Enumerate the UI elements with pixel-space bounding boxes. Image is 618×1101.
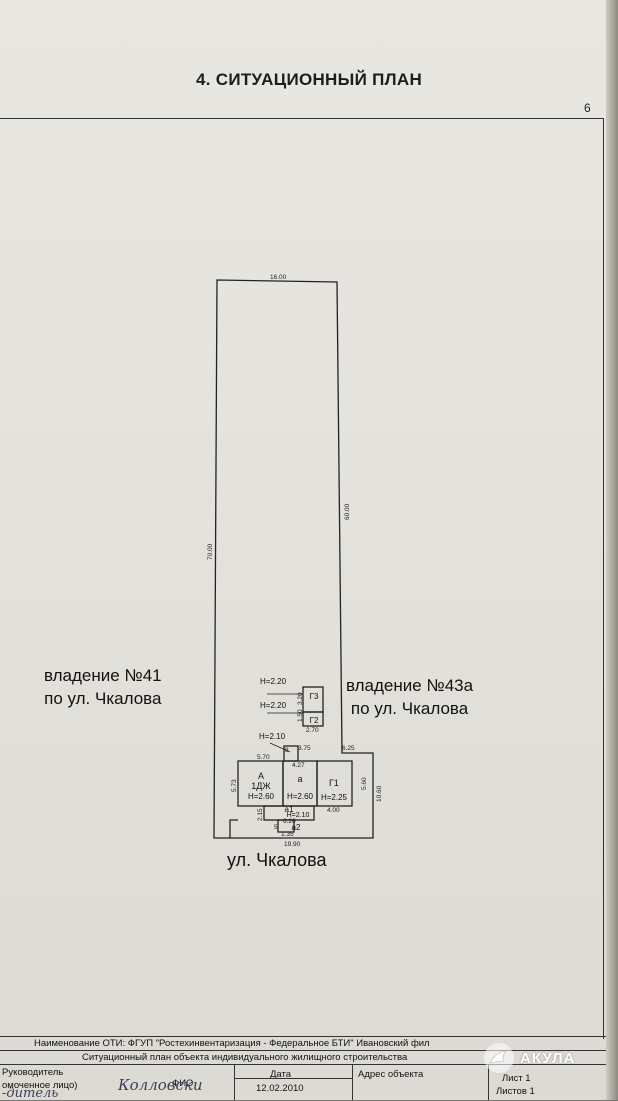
head-label: Руководитель xyxy=(2,1067,64,1078)
dim-g2-width: 2.70 xyxy=(306,727,319,734)
dim-right-length: 60.00 xyxy=(344,503,351,520)
label-building-g1-height: Н=2.25 xyxy=(321,793,348,802)
dim-g3-depth: 3.20 xyxy=(297,692,304,705)
dim-a1-width: 6.20 xyxy=(283,818,296,825)
label-building-a2: а2 xyxy=(292,823,301,832)
label-building-a1: а1 xyxy=(285,805,294,814)
dim-g1-width: 4.00 xyxy=(327,807,340,814)
left-neighbor-line1: владение №41 xyxy=(44,666,162,685)
building-g2 xyxy=(302,711,324,727)
label-building-g1: Г1 xyxy=(329,778,339,788)
label-building-annex: а xyxy=(297,774,302,784)
street-label: ул. Чкалова xyxy=(227,850,327,870)
building-step xyxy=(283,745,299,762)
label-g3-height: Н=2.20 xyxy=(260,677,287,686)
head-sub-label: омоченное лицо) xyxy=(2,1080,78,1091)
dim-a-width: 3.75 xyxy=(298,745,311,752)
dim-a-small: 4.27 xyxy=(292,762,305,769)
label-building-annex-height: Н=2.60 xyxy=(287,792,314,801)
dim-house-width: 5.70 xyxy=(257,754,270,761)
fio-label: ФИО xyxy=(172,1078,194,1089)
dim-step: 8 xyxy=(285,747,289,754)
dim-jog: 6.25 xyxy=(342,745,355,752)
right-neighbor-line2: по ул. Чкалова xyxy=(350,699,469,718)
title-block-row-signature: Руководитель омоченное лицо) ФИО Дата 12… xyxy=(0,1064,606,1101)
title-block-row-naming: Наименование ОТИ: ФГУП "Ростехинвентариз… xyxy=(0,1036,606,1051)
stamp-divider xyxy=(234,1064,235,1100)
document-name: Ситуационный план объекта индивидуальног… xyxy=(82,1052,408,1063)
label-building-a1-height: Н=2.10 xyxy=(287,812,310,819)
watermark-logo: АКУЛА xyxy=(484,1040,575,1076)
gate-mark xyxy=(229,819,238,838)
sheet-label: Лист 1 xyxy=(502,1073,531,1084)
label-building-a: А xyxy=(258,771,264,781)
lot-boundary xyxy=(213,279,374,839)
oti-name: Наименование ОТИ: ФГУП "Ростехинвентариз… xyxy=(34,1038,430,1049)
stamp-divider xyxy=(488,1064,489,1100)
label-g2-height: Н=2.20 xyxy=(260,701,287,710)
sheets-label: Листов 1 xyxy=(496,1086,535,1097)
stamp-divider xyxy=(234,1078,352,1079)
dim-top-width: 16.00 xyxy=(270,274,287,281)
building-g1 xyxy=(316,760,353,807)
right-neighbor-line1: владение №43а xyxy=(346,676,474,695)
address-label: Адрес объекта xyxy=(358,1069,424,1080)
signature: -дитель xyxy=(2,1086,59,1101)
date-value: 12.02.2010 xyxy=(256,1083,304,1094)
label-building-a-type: 1ДЖ xyxy=(251,781,271,791)
title-block: Наименование ОТИ: ФГУП "Ростехинвентариз… xyxy=(0,1030,606,1101)
label-shed-height: Н=2.10 xyxy=(259,732,286,741)
dim-misc: 5 xyxy=(274,824,278,831)
drawing-frame xyxy=(0,118,604,1039)
label-building-a-height: Н=2.60 xyxy=(248,792,275,801)
dim-g1-depth: 5.60 xyxy=(361,777,368,790)
dim-house-depth: 5.73 xyxy=(231,779,238,792)
right-neighbor-label: владение №43а по ул. Чкалова xyxy=(346,674,473,720)
dim-bottom-width: 19.90 xyxy=(284,841,301,848)
title-block-row-doc: Ситуационный план объекта индивидуальног… xyxy=(0,1050,606,1065)
dim-right-lower: 10.60 xyxy=(376,785,383,802)
stamp-divider xyxy=(352,1064,353,1100)
page-edge-shadow xyxy=(606,0,618,1100)
signature: Колловски xyxy=(118,1076,203,1094)
label-building-g3: Г3 xyxy=(310,692,319,701)
dim-a2-width: 1.35 xyxy=(281,831,294,838)
building-a2 xyxy=(277,819,295,833)
page-number: 6 xyxy=(584,101,591,115)
label-building-g2: Г2 xyxy=(310,716,319,725)
dim-g2-depth: 1.50 xyxy=(297,709,304,722)
shark-icon xyxy=(484,1043,514,1073)
left-neighbor-label: владение №41 по ул. Чкалова xyxy=(44,664,162,710)
dim-left-length: 70.00 xyxy=(207,543,214,560)
left-neighbor-line2: по ул. Чкалова xyxy=(44,689,162,708)
watermark-brand: АКУЛА xyxy=(520,1049,576,1067)
page-title: 4. СИТУАЦИОННЫЙ ПЛАН xyxy=(195,70,423,89)
date-label: Дата xyxy=(270,1069,292,1080)
dim-porch-depth: 2.15 xyxy=(257,808,264,821)
